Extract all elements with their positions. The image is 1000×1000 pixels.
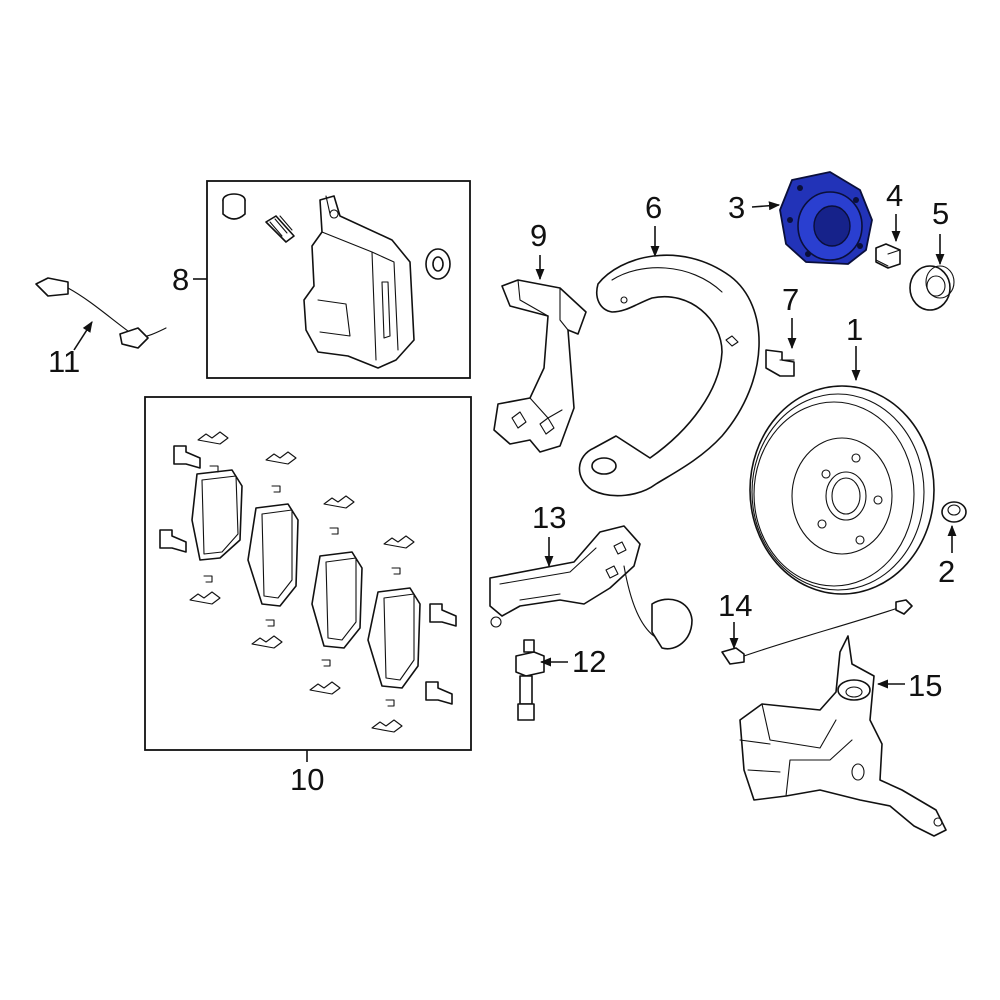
shield-bolt [765,349,795,377]
wheel-hub-highlighted [779,171,873,265]
hub-bolt [875,243,901,269]
callout-3: 3 [728,190,745,225]
wear-sensor-wire [35,277,167,349]
pad-kit-parts [159,431,457,733]
sensor-bracket [489,525,693,650]
steering-knuckle [739,635,947,837]
callout-12: 12 [572,644,606,679]
callout-1: 1 [846,312,863,347]
caliper-kit-parts [222,193,451,369]
callout-4: 4 [886,178,903,213]
callout-8: 8 [172,262,189,297]
callout-15: 15 [908,668,942,703]
callout-2: 2 [938,554,955,589]
callout-5: 5 [932,196,949,231]
callout-9: 9 [530,218,547,253]
caliper-bracket [493,279,587,453]
callout-7: 7 [782,282,799,317]
pad-kit-box [144,396,472,751]
brake-rotor [749,385,935,595]
speed-sensor [515,639,545,721]
rotor-screw [941,501,967,523]
callout-13: 13 [532,500,566,535]
callout-14: 14 [718,588,752,623]
callout-6: 6 [645,190,662,225]
callout-10: 10 [290,762,324,797]
splash-shield [578,254,760,497]
dust-cap [909,265,955,311]
